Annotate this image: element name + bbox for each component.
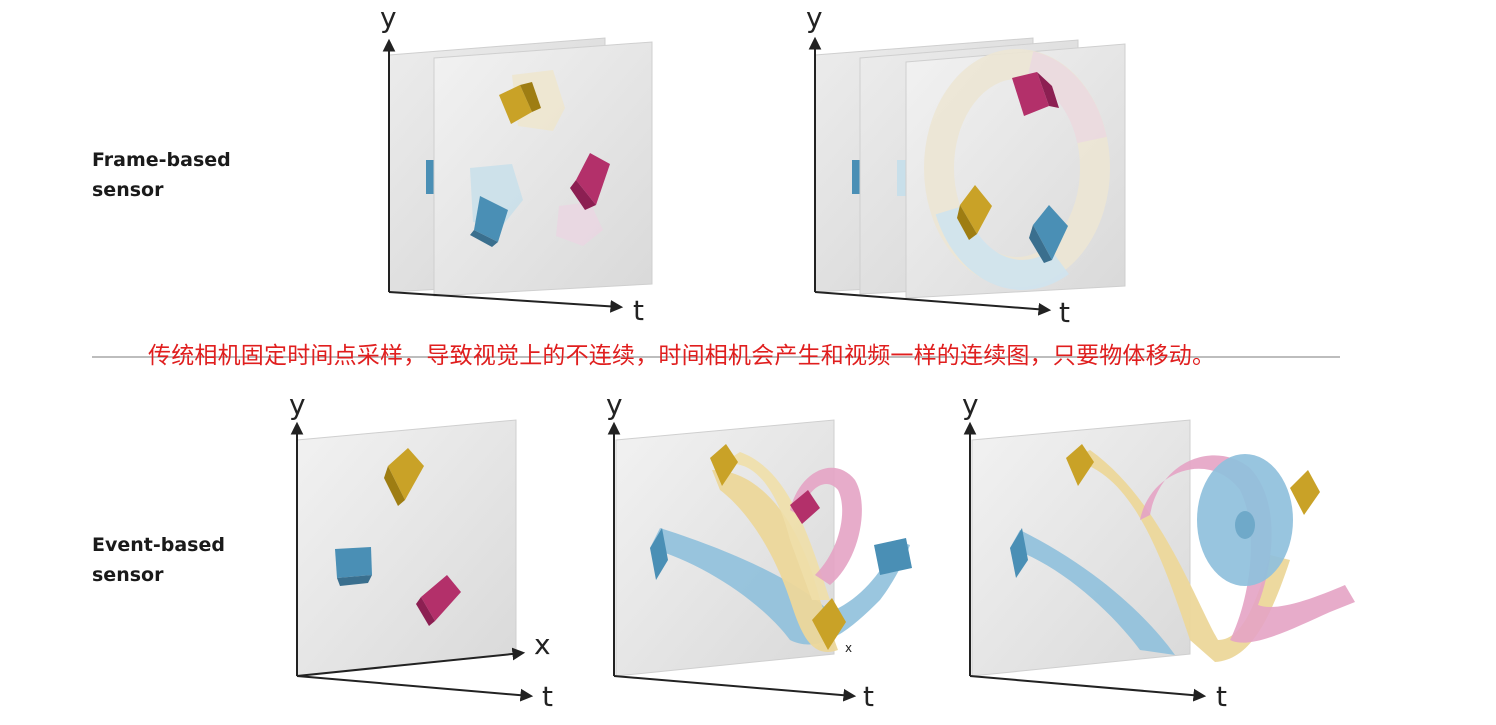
frame-based-label: Frame-based sensor [92,145,231,205]
x-axis-label: x [845,641,852,655]
t-axis-line [388,291,624,313]
cube-blue-end [874,538,912,575]
cube-magenta [1012,72,1049,116]
x-axis-label: x [534,628,551,661]
cube-yellow [960,185,992,234]
cube-magenta [421,575,461,621]
cube-yellow [499,85,532,124]
caption-annotation: 传统相机固定时间点采样，导致视觉上的不连续，时间相机会产生和视频一样的连续图，只… [148,343,1216,369]
y-axis-label: y [962,388,979,421]
t-axis-label: t [1216,680,1227,713]
axes-panel-2: y t [806,1,1070,329]
y-axis-label: y [289,388,306,421]
axes-event-1: y x t [289,388,553,713]
cube-blue [1033,205,1068,260]
t-axis-line [814,291,1052,316]
event-based-label-line1: Event-based [92,534,225,556]
cube-yellow [1066,444,1094,486]
y-axis-label: y [806,1,823,34]
trail-blue [1010,530,1175,655]
cube-blue [474,196,508,242]
axes-event-2: y x t [606,388,874,713]
trail-blue [650,528,910,645]
t-axis-label: t [863,680,874,713]
trail-magenta [556,202,603,246]
t-axis-line [613,675,857,702]
cube-yellow [710,444,738,486]
cube-magenta [790,490,820,524]
cube-yellow [388,448,424,500]
event-panel-3 [971,419,1355,677]
frame-based-label-line2: sensor [92,179,164,201]
cube-yellow-end [812,598,846,650]
event-panel-1 [296,419,517,677]
frame-panel-2 [814,37,1126,299]
cube-magenta [576,153,610,205]
cube-blue-partial [426,160,436,194]
cube-blue-partial [852,160,861,194]
t-axis-label: t [1059,296,1070,329]
trail-pink [790,467,862,585]
t-axis-line [969,675,1207,702]
y-axis-label: y [606,388,623,421]
y-axis-label: y [380,1,397,34]
axes-event-3: y t [962,388,1227,713]
cube-blue [335,547,372,578]
cube-yellow-end [1290,470,1320,515]
x-axis-line [296,647,526,677]
trail-yellow [712,470,838,652]
frame-panel-1 [388,37,653,297]
t-axis-label: t [542,680,553,713]
event-based-label-line2: sensor [92,564,164,586]
frame-based-label-line1: Frame-based [92,149,231,171]
event-panel-2 [615,419,912,677]
axes-panel-1: y t [380,1,644,327]
t-axis-label: t [633,294,644,327]
event-based-label: Event-based sensor [92,530,225,590]
t-axis-line [296,675,534,702]
